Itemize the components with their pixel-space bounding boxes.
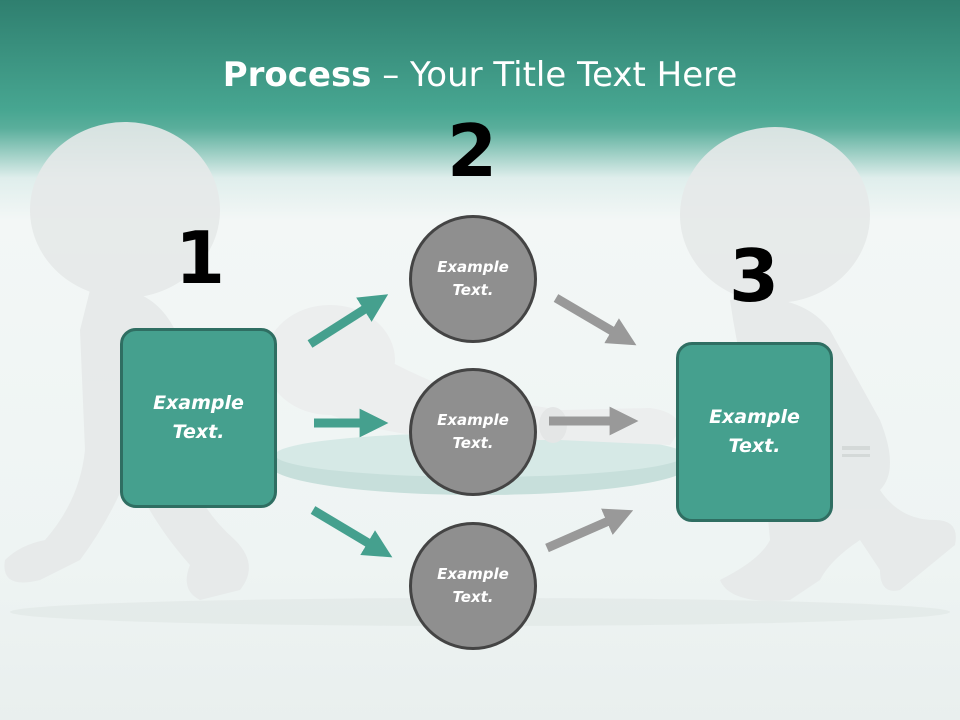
step-number-1: 1 [174, 216, 226, 300]
step-2-circle-middle: Example Text. [409, 368, 537, 496]
arrow-right-icon [307, 294, 389, 348]
slide-title: Process – Your Title Text Here [222, 55, 738, 95]
step-2-text-middle: Example Text. [437, 411, 509, 452]
arrow-right-icon [310, 506, 393, 558]
step-1-text: Example Text. [153, 392, 244, 443]
step-2-circle-top: Example Text. [409, 215, 537, 343]
step-2-text-bottom: Example Text. [437, 565, 509, 606]
step-3-box: Example Text. [676, 342, 833, 522]
arrow-right-icon [553, 294, 637, 346]
step-number-3: 3 [728, 234, 780, 318]
step-3-text: Example Text. [709, 406, 800, 457]
step-1-box: Example Text. [120, 328, 277, 508]
arrow-right-icon [545, 508, 634, 553]
step-2-circle-bottom: Example Text. [409, 522, 537, 650]
step-2-text-top: Example Text. [437, 258, 509, 299]
step-number-2: 2 [446, 109, 498, 193]
